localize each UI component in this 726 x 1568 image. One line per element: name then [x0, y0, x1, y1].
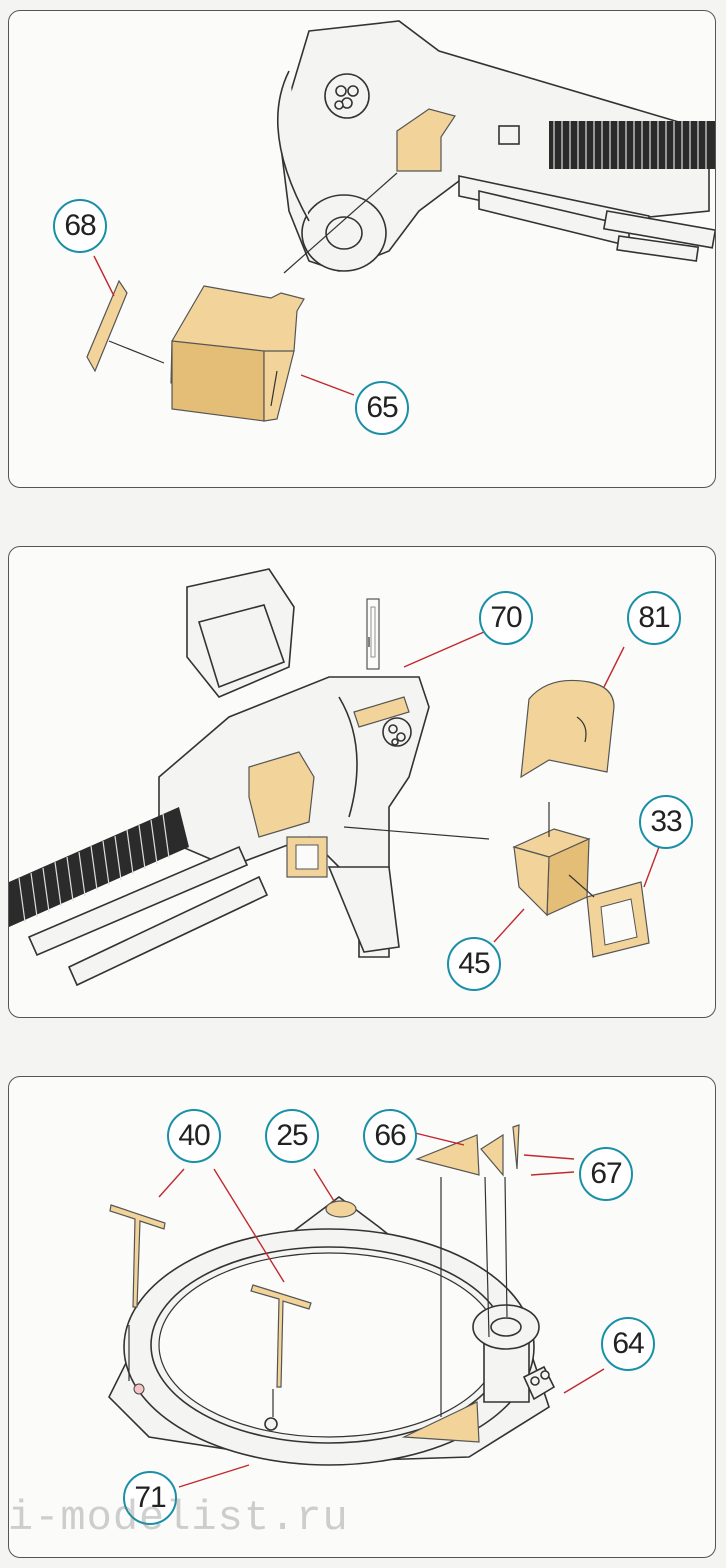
callout-67: 67: [579, 1147, 633, 1201]
part-33: [586, 881, 650, 958]
part-81: [520, 679, 615, 779]
callout-leader: [213, 1168, 285, 1283]
callout-25: 25: [265, 1109, 319, 1163]
callout-leader: [563, 1368, 605, 1394]
gun-receiver: [276, 20, 715, 272]
assembly-arrow: [283, 172, 398, 274]
callout-64: 64: [601, 1317, 655, 1371]
recoil-spring: [549, 121, 715, 169]
assembly-arrow: [343, 826, 490, 840]
installed-part-65: [396, 108, 456, 172]
callout-71: 71: [123, 1471, 177, 1525]
callout-leader: [493, 908, 525, 943]
installed-part-45: [248, 751, 315, 838]
callout-68: 68: [53, 199, 107, 253]
callout-81: 81: [627, 591, 681, 645]
callout-65: 65: [355, 381, 409, 435]
callout-leader: [414, 1132, 465, 1146]
installed-part-70: [353, 696, 410, 728]
step-2-drawing: [9, 568, 660, 987]
callout-40: 40: [167, 1109, 221, 1163]
mounting-ring: [108, 1196, 556, 1466]
callout-66: 66: [363, 1109, 417, 1163]
instruction-step-1: 68 65: [8, 10, 716, 488]
step-1-drawing: [86, 20, 715, 422]
callout-leader: [643, 846, 660, 888]
assembly-arrow: [504, 1176, 508, 1318]
callout-leader: [158, 1168, 185, 1198]
part-68: [86, 279, 128, 373]
part-67: [512, 1124, 520, 1170]
callout-70: 70: [479, 591, 533, 645]
callout-leader: [313, 1168, 335, 1202]
step-3-drawing: [108, 1124, 605, 1488]
callout-leader: [300, 374, 355, 396]
callout-leader: [93, 255, 115, 297]
site-watermark: i-modelist.ru: [8, 1494, 349, 1542]
part-65: [170, 285, 305, 422]
recoil-spring: [9, 807, 189, 927]
callout-leader: [403, 631, 485, 668]
callout-33: 33: [639, 795, 693, 849]
callout-leader: [603, 646, 625, 688]
gun-receiver: [9, 568, 430, 987]
assembly-arrow: [568, 874, 595, 898]
part-70: [366, 598, 380, 670]
callout-45: 45: [447, 937, 501, 991]
callout-leader: [178, 1464, 250, 1488]
callout-leader: [523, 1154, 575, 1176]
assembly-arrow: [270, 370, 278, 407]
instruction-step-2: 70 81 33 45: [8, 546, 716, 1018]
instruction-step-3: 40 25 66 67 64 71: [8, 1076, 716, 1558]
part-67: [480, 1133, 504, 1177]
part-40: [109, 1204, 312, 1388]
assembly-arrow: [108, 340, 165, 364]
assembly-arrow: [484, 1176, 490, 1338]
part-45: [512, 828, 591, 917]
